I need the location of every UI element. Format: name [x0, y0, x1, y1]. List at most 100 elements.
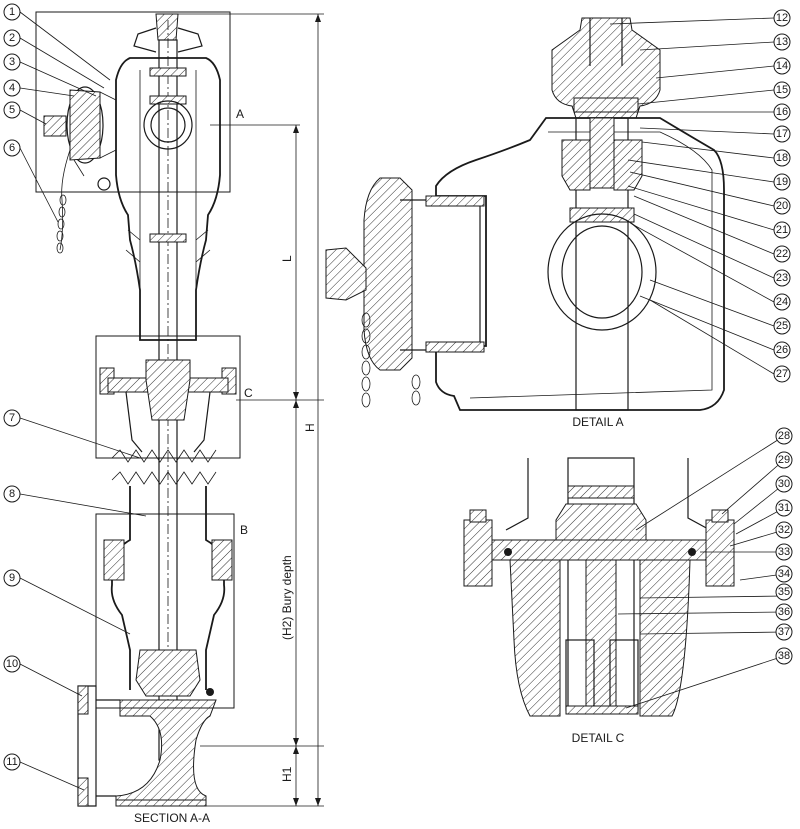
detail-a-nozzle-cap	[325, 247, 367, 301]
callout-23: 23	[773, 269, 791, 287]
detail-c-flange	[477, 539, 723, 561]
callout-15: 15	[773, 81, 791, 99]
svg-text:30: 30	[778, 478, 790, 490]
detail-c-upper-walls	[505, 458, 711, 531]
svg-text:12: 12	[776, 12, 788, 24]
detail-c-drain-stem	[585, 559, 617, 711]
detail-a-cap-top	[589, 18, 623, 66]
barrel-flange-right	[211, 539, 233, 581]
svg-text:17: 17	[776, 128, 788, 140]
svg-text:14: 14	[776, 60, 788, 72]
callout-32: 32	[775, 521, 793, 539]
dim-h1-label: H1	[280, 766, 294, 782]
section-a-a-view: A C B L H (H2) Bury depth H1 SECTION A-A	[35, 11, 324, 825]
hydrant-cap-right	[177, 27, 203, 53]
coupling-2	[149, 95, 187, 105]
dim-h-label: H	[303, 423, 317, 432]
callout-34: 34	[775, 565, 793, 583]
inlet-flange-bottom	[77, 777, 89, 807]
callout-17: 17	[773, 125, 791, 143]
upper-housing	[115, 57, 221, 341]
section-a-a-title: SECTION A-A	[134, 811, 210, 825]
svg-text:37: 37	[778, 626, 790, 638]
svg-text:29: 29	[778, 454, 790, 466]
duckfoot-elbow	[115, 699, 217, 807]
callout-3: 3	[3, 53, 21, 71]
detail-c-view: DETAIL C	[463, 457, 735, 745]
detail-c-bottom-plate	[565, 705, 639, 715]
detail-c-bolt-right	[705, 519, 735, 587]
hydrant-cap-left	[133, 27, 157, 53]
lower-barrel-top	[125, 391, 211, 453]
svg-text:2: 2	[9, 32, 15, 44]
svg-text:28: 28	[778, 430, 790, 442]
drain-outlet	[206, 688, 214, 696]
svg-text:11: 11	[6, 756, 17, 768]
callout-27: 27	[773, 365, 791, 383]
leader-27	[649, 299, 775, 375]
svg-text:27: 27	[776, 368, 788, 380]
callout-13: 13	[773, 33, 791, 51]
callout-9: 9	[3, 569, 21, 587]
svg-text:25: 25	[776, 320, 788, 332]
valve-port	[143, 100, 193, 150]
detail-a-stem	[589, 117, 615, 189]
callout-21: 21	[773, 221, 791, 239]
elbow-base	[115, 799, 207, 807]
detail-c-coupling	[567, 485, 635, 499]
svg-text:8: 8	[9, 488, 15, 500]
svg-text:36: 36	[778, 606, 790, 618]
svg-text:22: 22	[776, 248, 788, 260]
svg-text:16: 16	[776, 106, 788, 118]
bury-depth-label: (H2) Bury depth	[280, 555, 294, 640]
box-c-label: C	[244, 386, 253, 400]
svg-text:10: 10	[6, 658, 18, 670]
detail-c-bolt-left	[463, 519, 493, 587]
callout-29: 29	[775, 451, 793, 469]
svg-text:23: 23	[776, 272, 788, 284]
svg-text:31: 31	[778, 502, 790, 514]
break-line-top	[111, 449, 217, 463]
valve-port-inner	[150, 107, 186, 143]
box-a-label: A	[236, 107, 244, 121]
callout-28: 28	[775, 427, 793, 445]
operating-nut	[155, 13, 179, 41]
svg-text:9: 9	[9, 572, 15, 584]
detail-a-port-inner	[561, 225, 643, 319]
svg-text:35: 35	[778, 586, 790, 598]
callout-5: 5	[3, 101, 21, 119]
callout-36: 36	[775, 603, 793, 621]
svg-text:33: 33	[778, 546, 790, 558]
callout-18: 18	[773, 149, 791, 167]
detail-a-view: DETAIL A	[325, 17, 725, 429]
callout-11: 11	[3, 753, 21, 771]
callout-24: 24	[773, 293, 791, 311]
svg-text:21: 21	[776, 224, 788, 236]
svg-text:20: 20	[776, 200, 788, 212]
detail-a-title: DETAIL A	[572, 415, 623, 429]
detail-box-a	[35, 11, 231, 193]
callout-16: 16	[773, 103, 791, 121]
elbow-inlet-flange	[77, 685, 120, 807]
detail-c-title: DETAIL C	[572, 731, 625, 745]
svg-text:18: 18	[776, 152, 788, 164]
svg-text:38: 38	[778, 650, 790, 662]
callout-7: 7	[3, 409, 21, 427]
drain-valve-block	[145, 359, 191, 421]
callout-6: 6	[3, 139, 21, 157]
callout-30: 30	[775, 475, 793, 493]
callouts: 1 2 3 4 5 6 7 8 9 10 11 12 13 14 15 16 1…	[3, 3, 793, 771]
detail-c-lower-body	[509, 559, 691, 717]
detail-box-b	[95, 513, 235, 709]
detail-a-thread-top	[425, 195, 485, 207]
callout-19: 19	[773, 173, 791, 191]
detail-a-housing-inner	[469, 131, 713, 399]
detail-a-coupling	[569, 207, 635, 223]
svg-text:24: 24	[776, 296, 788, 308]
detail-a-outlet	[363, 177, 413, 371]
callout-26: 26	[773, 341, 791, 359]
callout-38: 38	[775, 647, 793, 665]
detail-box-c	[95, 335, 241, 459]
svg-text:34: 34	[778, 568, 790, 580]
